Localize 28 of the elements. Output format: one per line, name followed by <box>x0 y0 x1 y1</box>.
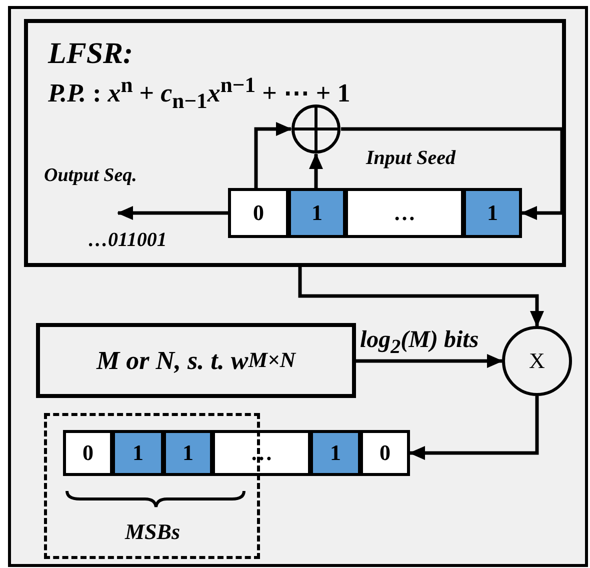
arrow <box>254 122 292 188</box>
arrow <box>356 354 503 368</box>
lfsr-panel <box>24 19 566 267</box>
bit-sequence-label: …011001 <box>88 229 167 252</box>
bit-cell: 1 <box>163 430 213 476</box>
register-cell: … <box>345 188 464 238</box>
bit-cell: 1 <box>310 430 361 476</box>
bit-cell: … <box>212 430 311 476</box>
bit-cell: 0 <box>63 430 113 476</box>
outer-frame <box>8 6 588 567</box>
register-cell: 1 <box>288 188 346 238</box>
arrow <box>298 267 544 327</box>
bit-cell: 1 <box>112 430 164 476</box>
register-label: Input Seed <box>366 147 456 170</box>
register-cell: 0 <box>228 188 289 238</box>
arrow <box>341 127 564 220</box>
arrow <box>409 396 539 460</box>
lfsr-heading: LFSR: <box>48 37 134 71</box>
edge-label: log$_{2}$(M) bits <box>360 327 479 359</box>
arrow <box>309 153 323 188</box>
arrow <box>117 206 228 220</box>
bit-cell: 0 <box>360 430 410 476</box>
register-cell: 1 <box>463 188 522 238</box>
msb-label: MSBs <box>125 519 180 545</box>
output-label: Output Seq. <box>44 165 137 187</box>
multiplier-circle: X <box>502 326 572 396</box>
xor-symbol <box>291 104 341 154</box>
polynomial-formula: P.P. : x$^{n}$ + c$_{n−1}$x$^{n−1}$ + ⋯ + 1 <box>48 73 350 114</box>
